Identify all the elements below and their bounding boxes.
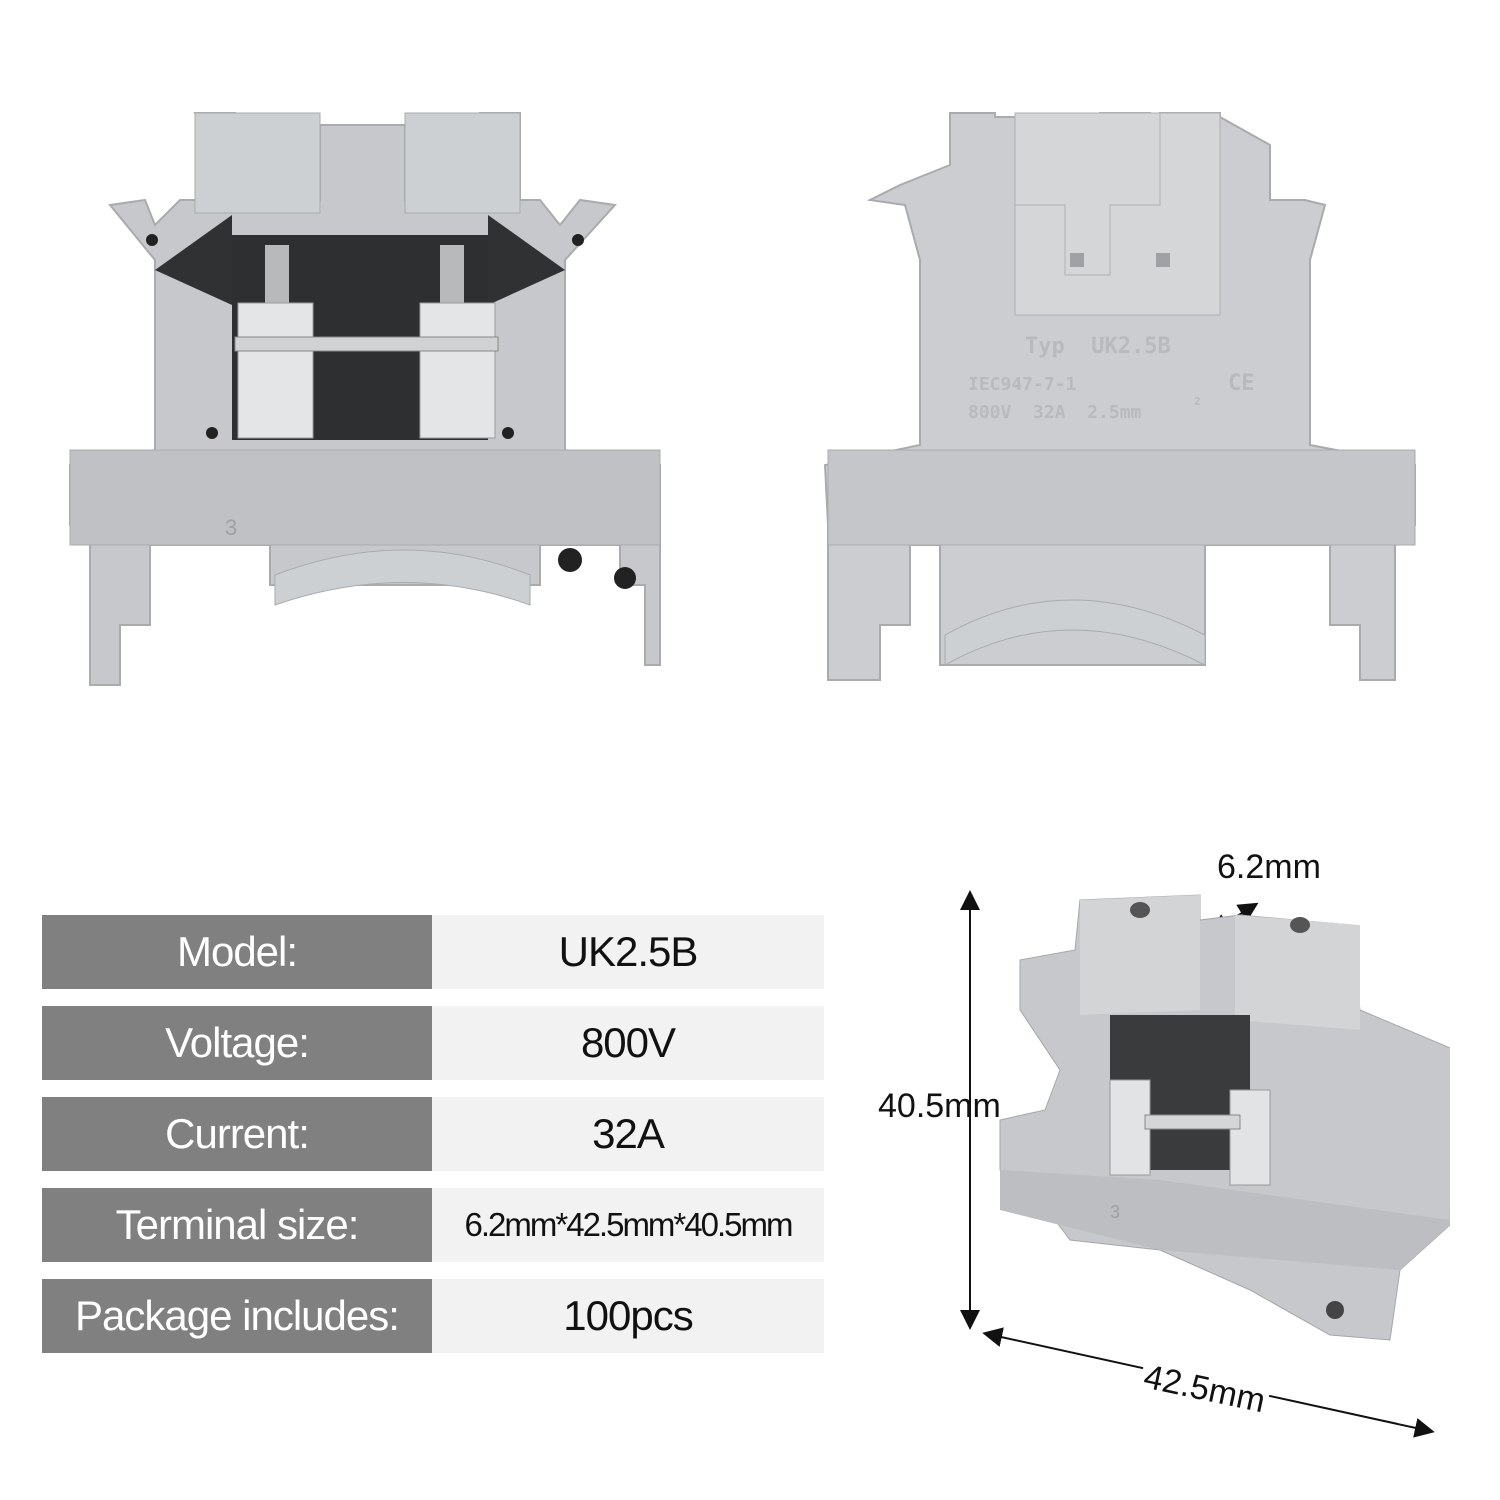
- molding-model: Typ UK2.5B: [1025, 334, 1171, 359]
- spec-row-current: Current: 32A: [42, 1097, 824, 1171]
- spec-label: Current:: [42, 1097, 432, 1171]
- screw-right: [440, 245, 464, 305]
- spec-value: 100pcs: [432, 1279, 824, 1353]
- spec-table: Model: UK2.5B Voltage: 800V Current: 32A…: [42, 915, 824, 1370]
- spec-label: Model:: [42, 915, 432, 989]
- spec-value: UK2.5B: [432, 915, 824, 989]
- terminal-back-view: Typ UK2.5B IEC947-7-1 800V 32A 2.5mm 2 C…: [823, 112, 1416, 681]
- spec-row-terminal-size: Terminal size: 6.2mm*42.5mm*40.5mm: [42, 1188, 824, 1262]
- screw-left: [265, 245, 289, 305]
- molding-standard: IEC947-7-1: [968, 374, 1076, 395]
- molding-ratings: 800V 32A 2.5mm: [968, 402, 1142, 423]
- spec-row-package: Package includes: 100pcs: [42, 1279, 824, 1353]
- terminal-dimension-view: 3: [960, 890, 1450, 1438]
- height-dimension-label: 40.5mm: [878, 1087, 1001, 1125]
- ce-mark: CE: [1228, 371, 1255, 396]
- spec-label: Terminal size:: [42, 1188, 432, 1262]
- side-number: 3: [1110, 1202, 1120, 1222]
- spec-value: 6.2mm*42.5mm*40.5mm: [432, 1188, 824, 1262]
- spec-label: Package includes:: [42, 1279, 432, 1353]
- spec-value: 32A: [432, 1097, 824, 1171]
- clamp-left: [237, 302, 314, 439]
- spec-value: 800V: [432, 1006, 824, 1080]
- width-dimension-label: 6.2mm: [1217, 848, 1321, 886]
- molding-superscript: 2: [1194, 395, 1201, 408]
- spec-row-model: Model: UK2.5B: [42, 915, 824, 989]
- clamp-right: [419, 302, 496, 439]
- terminal-front-view: 3: [69, 112, 661, 686]
- bridge-bar: [234, 336, 499, 352]
- spec-label: Voltage:: [42, 1006, 432, 1080]
- side-number: 3: [225, 515, 237, 540]
- spec-row-voltage: Voltage: 800V: [42, 1006, 824, 1080]
